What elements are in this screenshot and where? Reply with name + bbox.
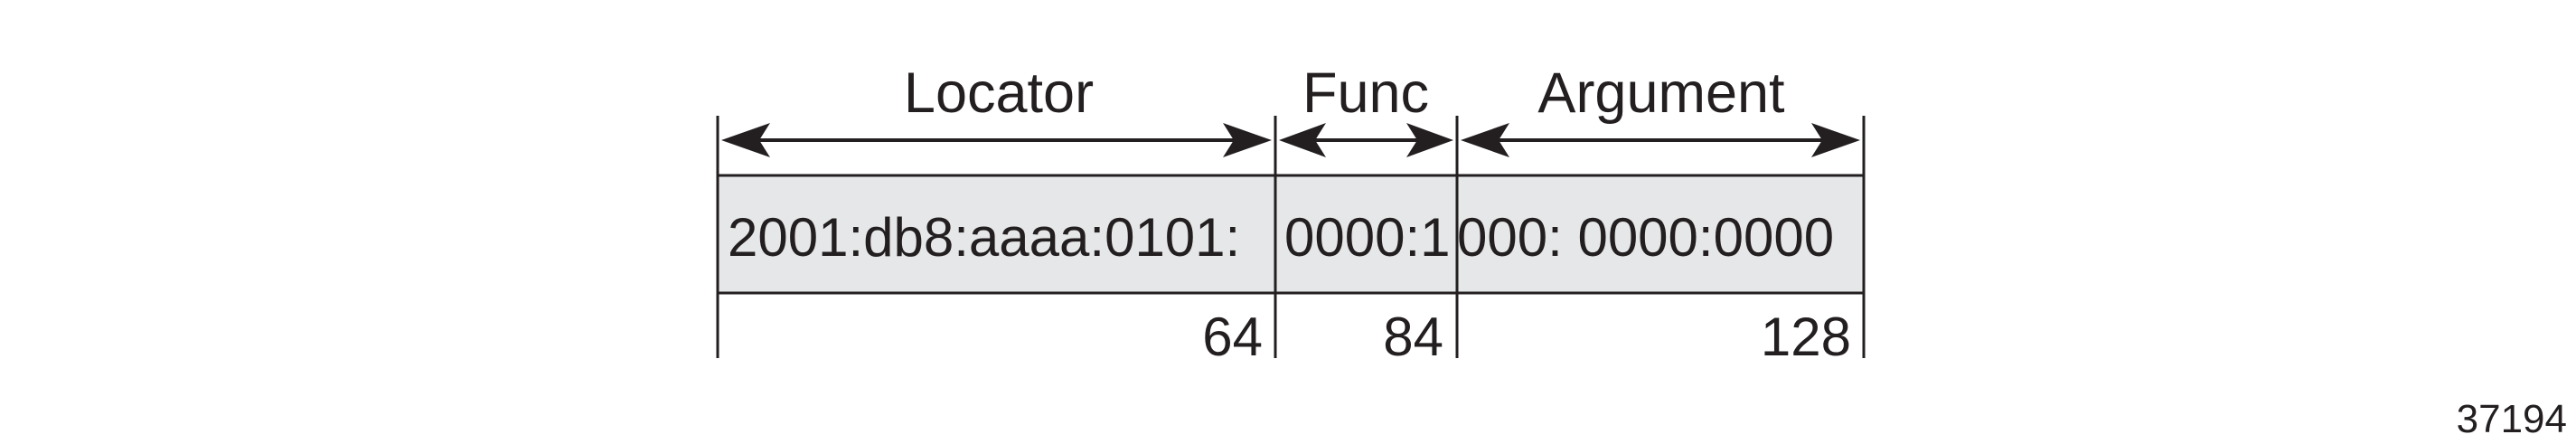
locator-arrow xyxy=(721,123,1272,157)
bit-offset-func: 84 xyxy=(1383,307,1443,367)
func-label: Func xyxy=(1302,61,1429,125)
func-arrow xyxy=(1279,123,1453,157)
locator-label: Locator xyxy=(904,61,1094,125)
bit-offset-argument: 128 xyxy=(1761,307,1851,367)
argument-arrow xyxy=(1461,123,1860,157)
figure-id: 37194 xyxy=(2457,397,2567,441)
address-segment-func: 0000:1 xyxy=(1284,207,1451,268)
argument-label: Argument xyxy=(1537,61,1785,125)
bit-offset-locator: 64 xyxy=(1202,307,1263,367)
address-segment-locator: 2001:db8:aaaa:0101: xyxy=(728,207,1240,268)
address-segment-argument: 000: 0000:0000 xyxy=(1457,207,1834,268)
address-bar xyxy=(718,175,1864,293)
